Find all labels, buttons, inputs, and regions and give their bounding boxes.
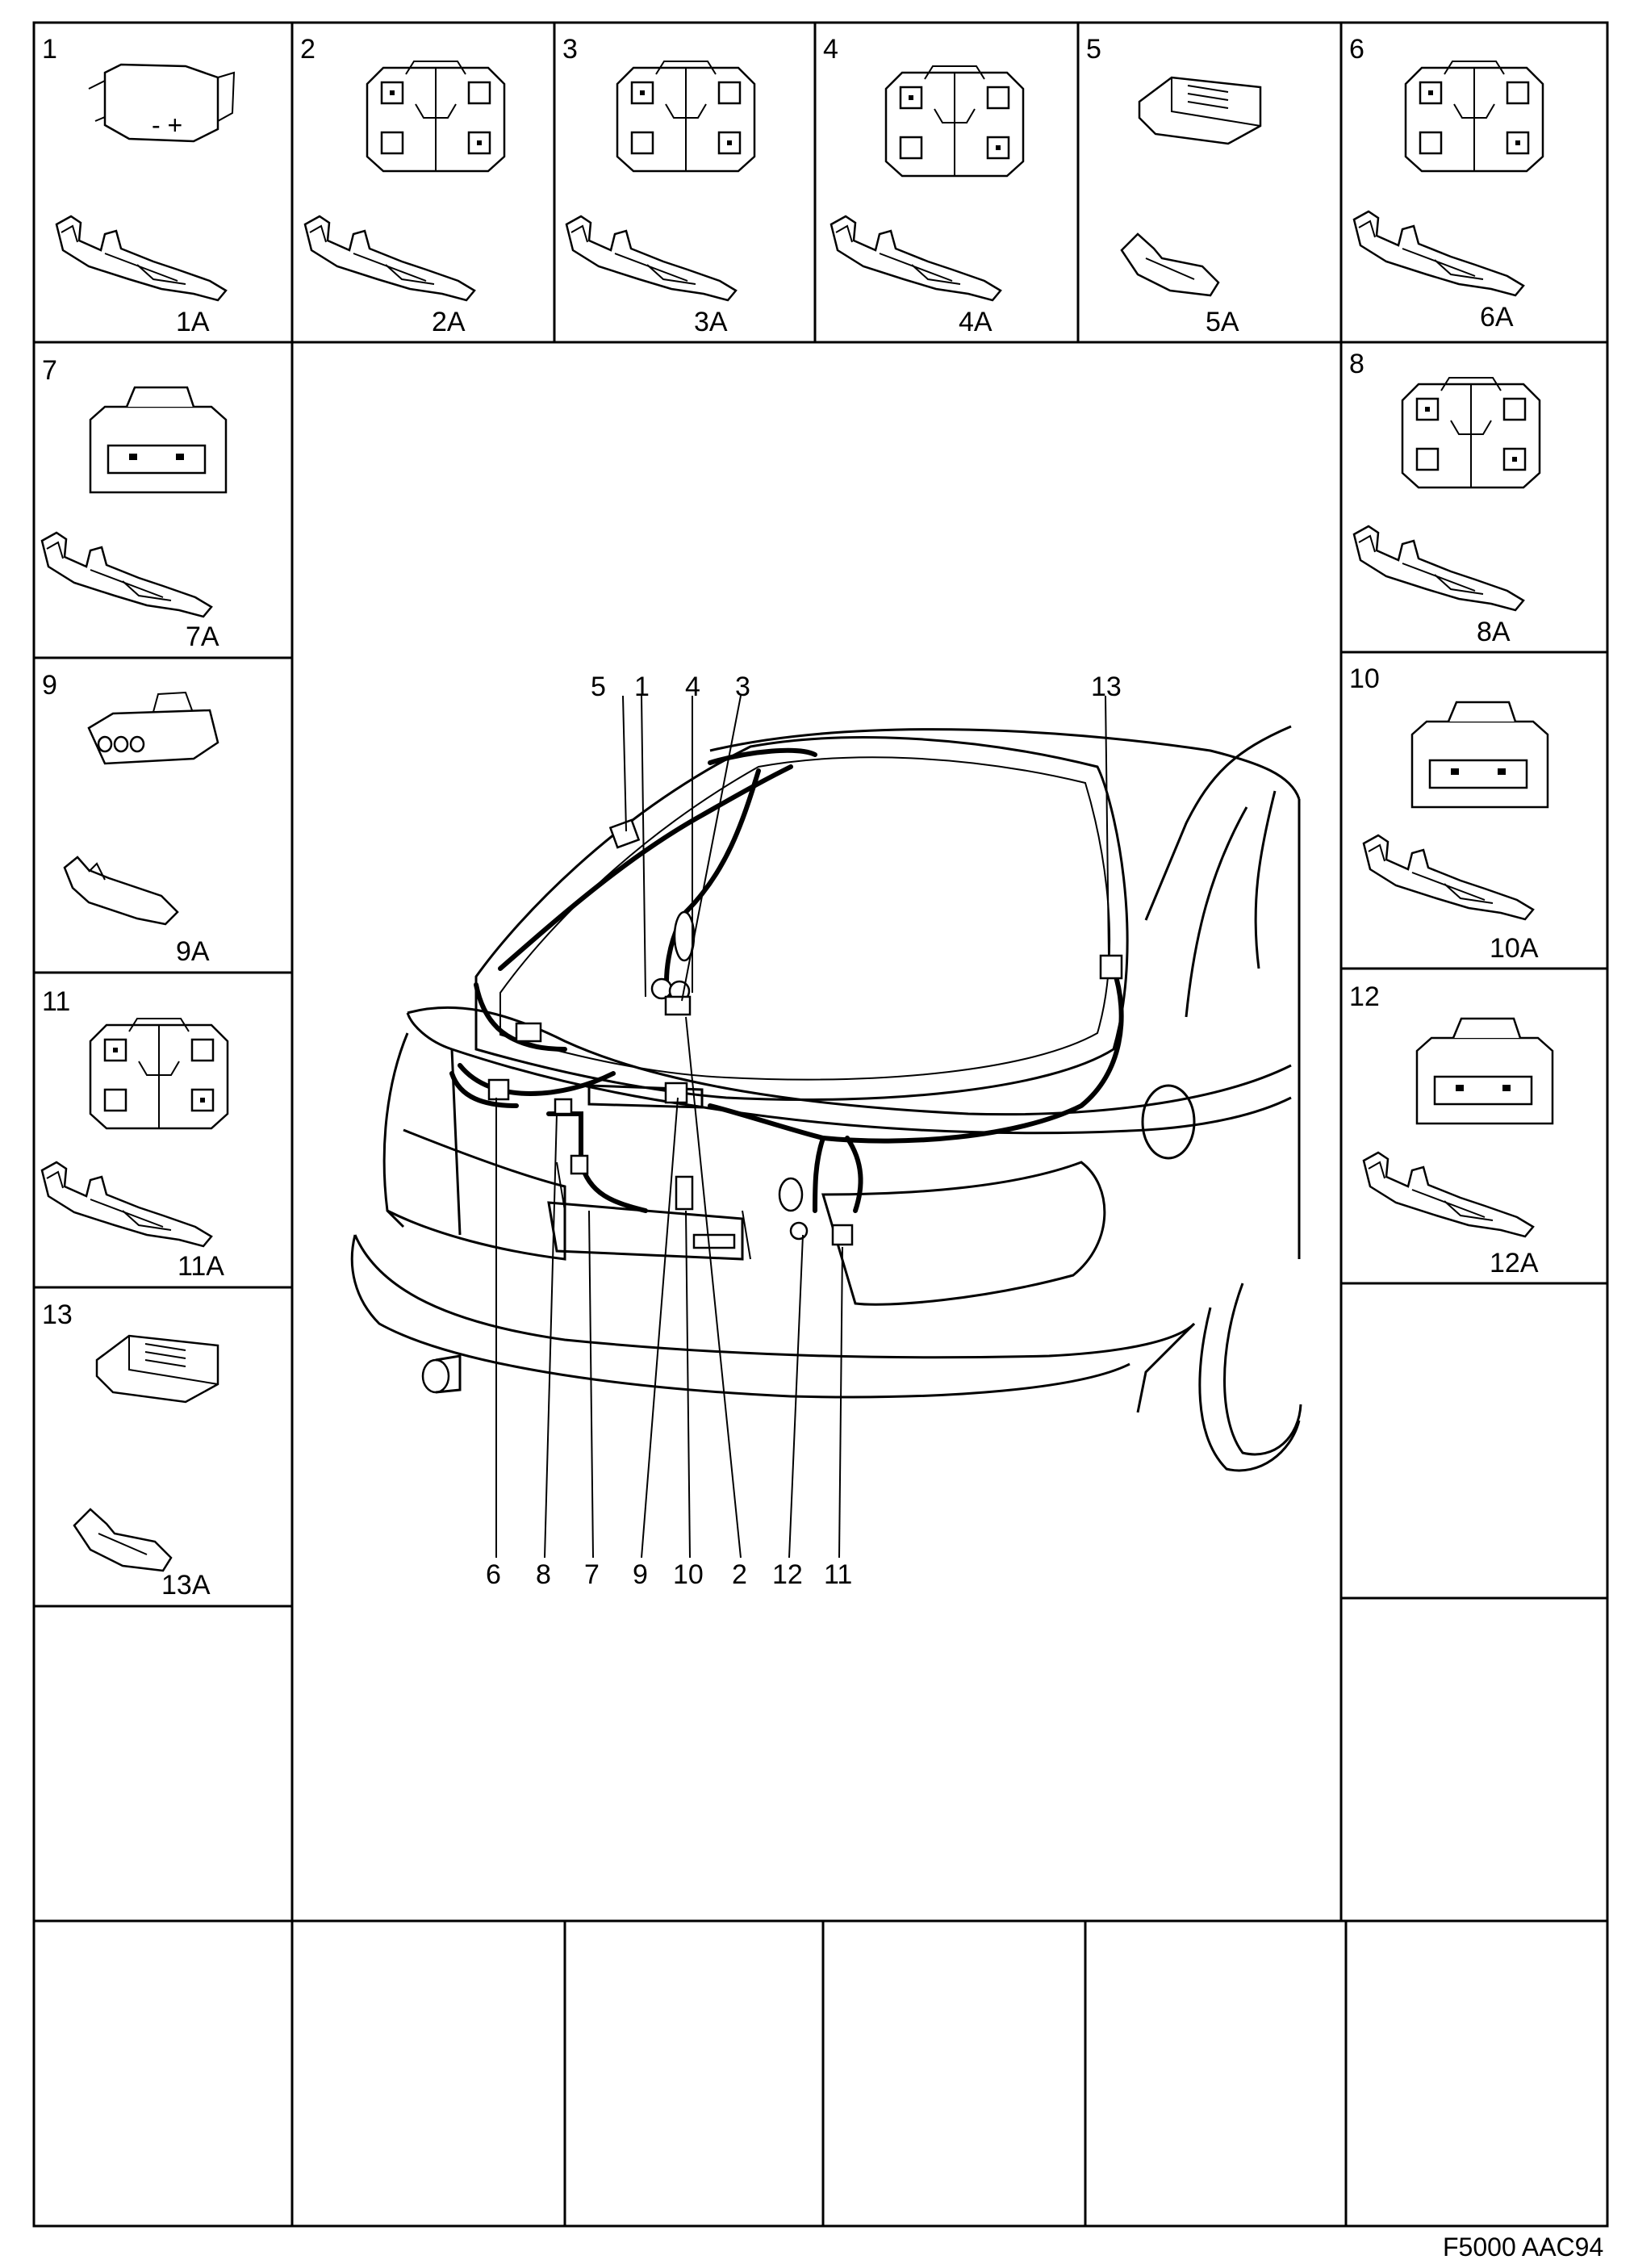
cell-6: 6 6A: [1349, 34, 1544, 333]
callout-top-5: 5: [591, 672, 606, 702]
terminal-6a-icon: [1352, 210, 1525, 297]
callout-bottom-8: 8: [536, 1559, 551, 1590]
terminal-8a-icon: [1352, 525, 1525, 612]
cell-7-number: 7: [42, 355, 57, 386]
cell-2-number: 2: [300, 34, 316, 65]
grid-frame: [32, 21, 1609, 2228]
cell-8-terminal-label: 8A: [1477, 617, 1511, 647]
connector-1-marking: - +: [152, 111, 182, 140]
cell-3-terminal-label: 3A: [694, 307, 728, 337]
cell-3: 3 3A: [562, 34, 756, 337]
callout-bottom-11: 11: [824, 1559, 852, 1590]
cell-11-terminal-label: 11A: [178, 1251, 224, 1282]
cell-4-number: 4: [823, 34, 838, 65]
cell-10: 10 10A: [1349, 663, 1549, 964]
terminal-3a-icon: [565, 215, 738, 302]
cell-9: 9 9A: [42, 670, 219, 967]
callout-bottom-10: 10: [673, 1559, 704, 1590]
cell-6-number: 6: [1349, 34, 1364, 65]
terminal-11a-icon: [40, 1161, 213, 1248]
terminal-13a-icon: [73, 1508, 173, 1572]
cell-8: 8 8A: [1349, 349, 1541, 647]
cell-1: 1 - + 1A: [42, 34, 236, 337]
callout-bottom-6: 6: [486, 1559, 501, 1590]
connector-4-housing: [884, 65, 1025, 178]
connector-5-housing: [1138, 76, 1262, 145]
cell-6-terminal-label: 6A: [1480, 302, 1514, 333]
cell-11-number: 11: [42, 986, 70, 1017]
connector-11-housing: [89, 1017, 229, 1130]
cell-1-number: 1: [42, 34, 57, 65]
cell-9-number: 9: [42, 670, 57, 701]
callout-top-3: 3: [735, 672, 750, 702]
cell-8-number: 8: [1349, 349, 1364, 379]
cell-1-terminal-label: 1A: [176, 307, 210, 337]
connector-12-housing: [1415, 1017, 1554, 1125]
callout-top-13: 13: [1091, 672, 1122, 702]
cell-2-terminal-label: 2A: [432, 307, 466, 337]
cell-9-terminal-label: 9A: [176, 936, 210, 967]
connector-7-housing: [89, 386, 228, 494]
callout-bottom-2: 2: [732, 1559, 747, 1590]
cell-5-number: 5: [1086, 34, 1101, 65]
connector-8-housing: [1401, 376, 1541, 489]
connector-13-housing: [95, 1334, 219, 1404]
connector-10-housing: [1410, 701, 1549, 809]
terminal-1a-icon: [55, 215, 228, 302]
cell-11: 11 11A: [40, 986, 229, 1282]
cell-10-number: 10: [1349, 663, 1380, 694]
callout-bottom-9: 9: [633, 1559, 648, 1590]
cell-4: 4 4A: [823, 34, 1025, 337]
terminal-12a-icon: [1362, 1151, 1535, 1238]
cell-12-number: 12: [1349, 981, 1380, 1012]
figure-code: F5000 AAC94: [1443, 2232, 1603, 2262]
connector-6-housing: [1404, 60, 1544, 173]
terminal-4a-icon: [830, 215, 1002, 302]
cell-5: 5 5A: [1086, 34, 1262, 337]
connector-9-housing: [87, 691, 219, 765]
callout-top-4: 4: [685, 672, 700, 702]
cell-4-terminal-label: 4A: [959, 307, 993, 337]
cell-13-number: 13: [42, 1299, 73, 1330]
terminal-9a-icon: [63, 856, 179, 926]
cell-12-terminal-label: 12A: [1490, 1248, 1539, 1278]
connector-2-housing: [366, 60, 506, 173]
cell-5-terminal-label: 5A: [1206, 307, 1239, 337]
cell-3-number: 3: [562, 34, 578, 65]
cell-13: 13 13A: [42, 1299, 219, 1601]
terminal-10a-icon: [1362, 834, 1535, 921]
car-rear-illustration: 5 1 4 3 13 6 8 7 9 10 2 12 11: [350, 672, 1302, 1590]
cell-10-terminal-label: 10A: [1490, 933, 1539, 964]
cell-13-terminal-label: 13A: [161, 1570, 211, 1601]
cell-2: 2 2A: [300, 34, 506, 337]
callout-bottom-7: 7: [584, 1559, 600, 1590]
terminal-5a-icon: [1120, 232, 1220, 297]
terminal-2a-icon: [303, 215, 476, 302]
callout-top-1: 1: [634, 672, 650, 702]
terminal-7a-icon: [40, 531, 213, 618]
cell-7: 7 7A: [40, 355, 228, 652]
callout-bottom-12: 12: [772, 1559, 803, 1590]
cell-7-terminal-label: 7A: [186, 621, 219, 652]
cell-12: 12 12A: [1349, 981, 1554, 1278]
connector-3-housing: [616, 60, 756, 173]
connector-1-housing: - +: [88, 63, 236, 143]
